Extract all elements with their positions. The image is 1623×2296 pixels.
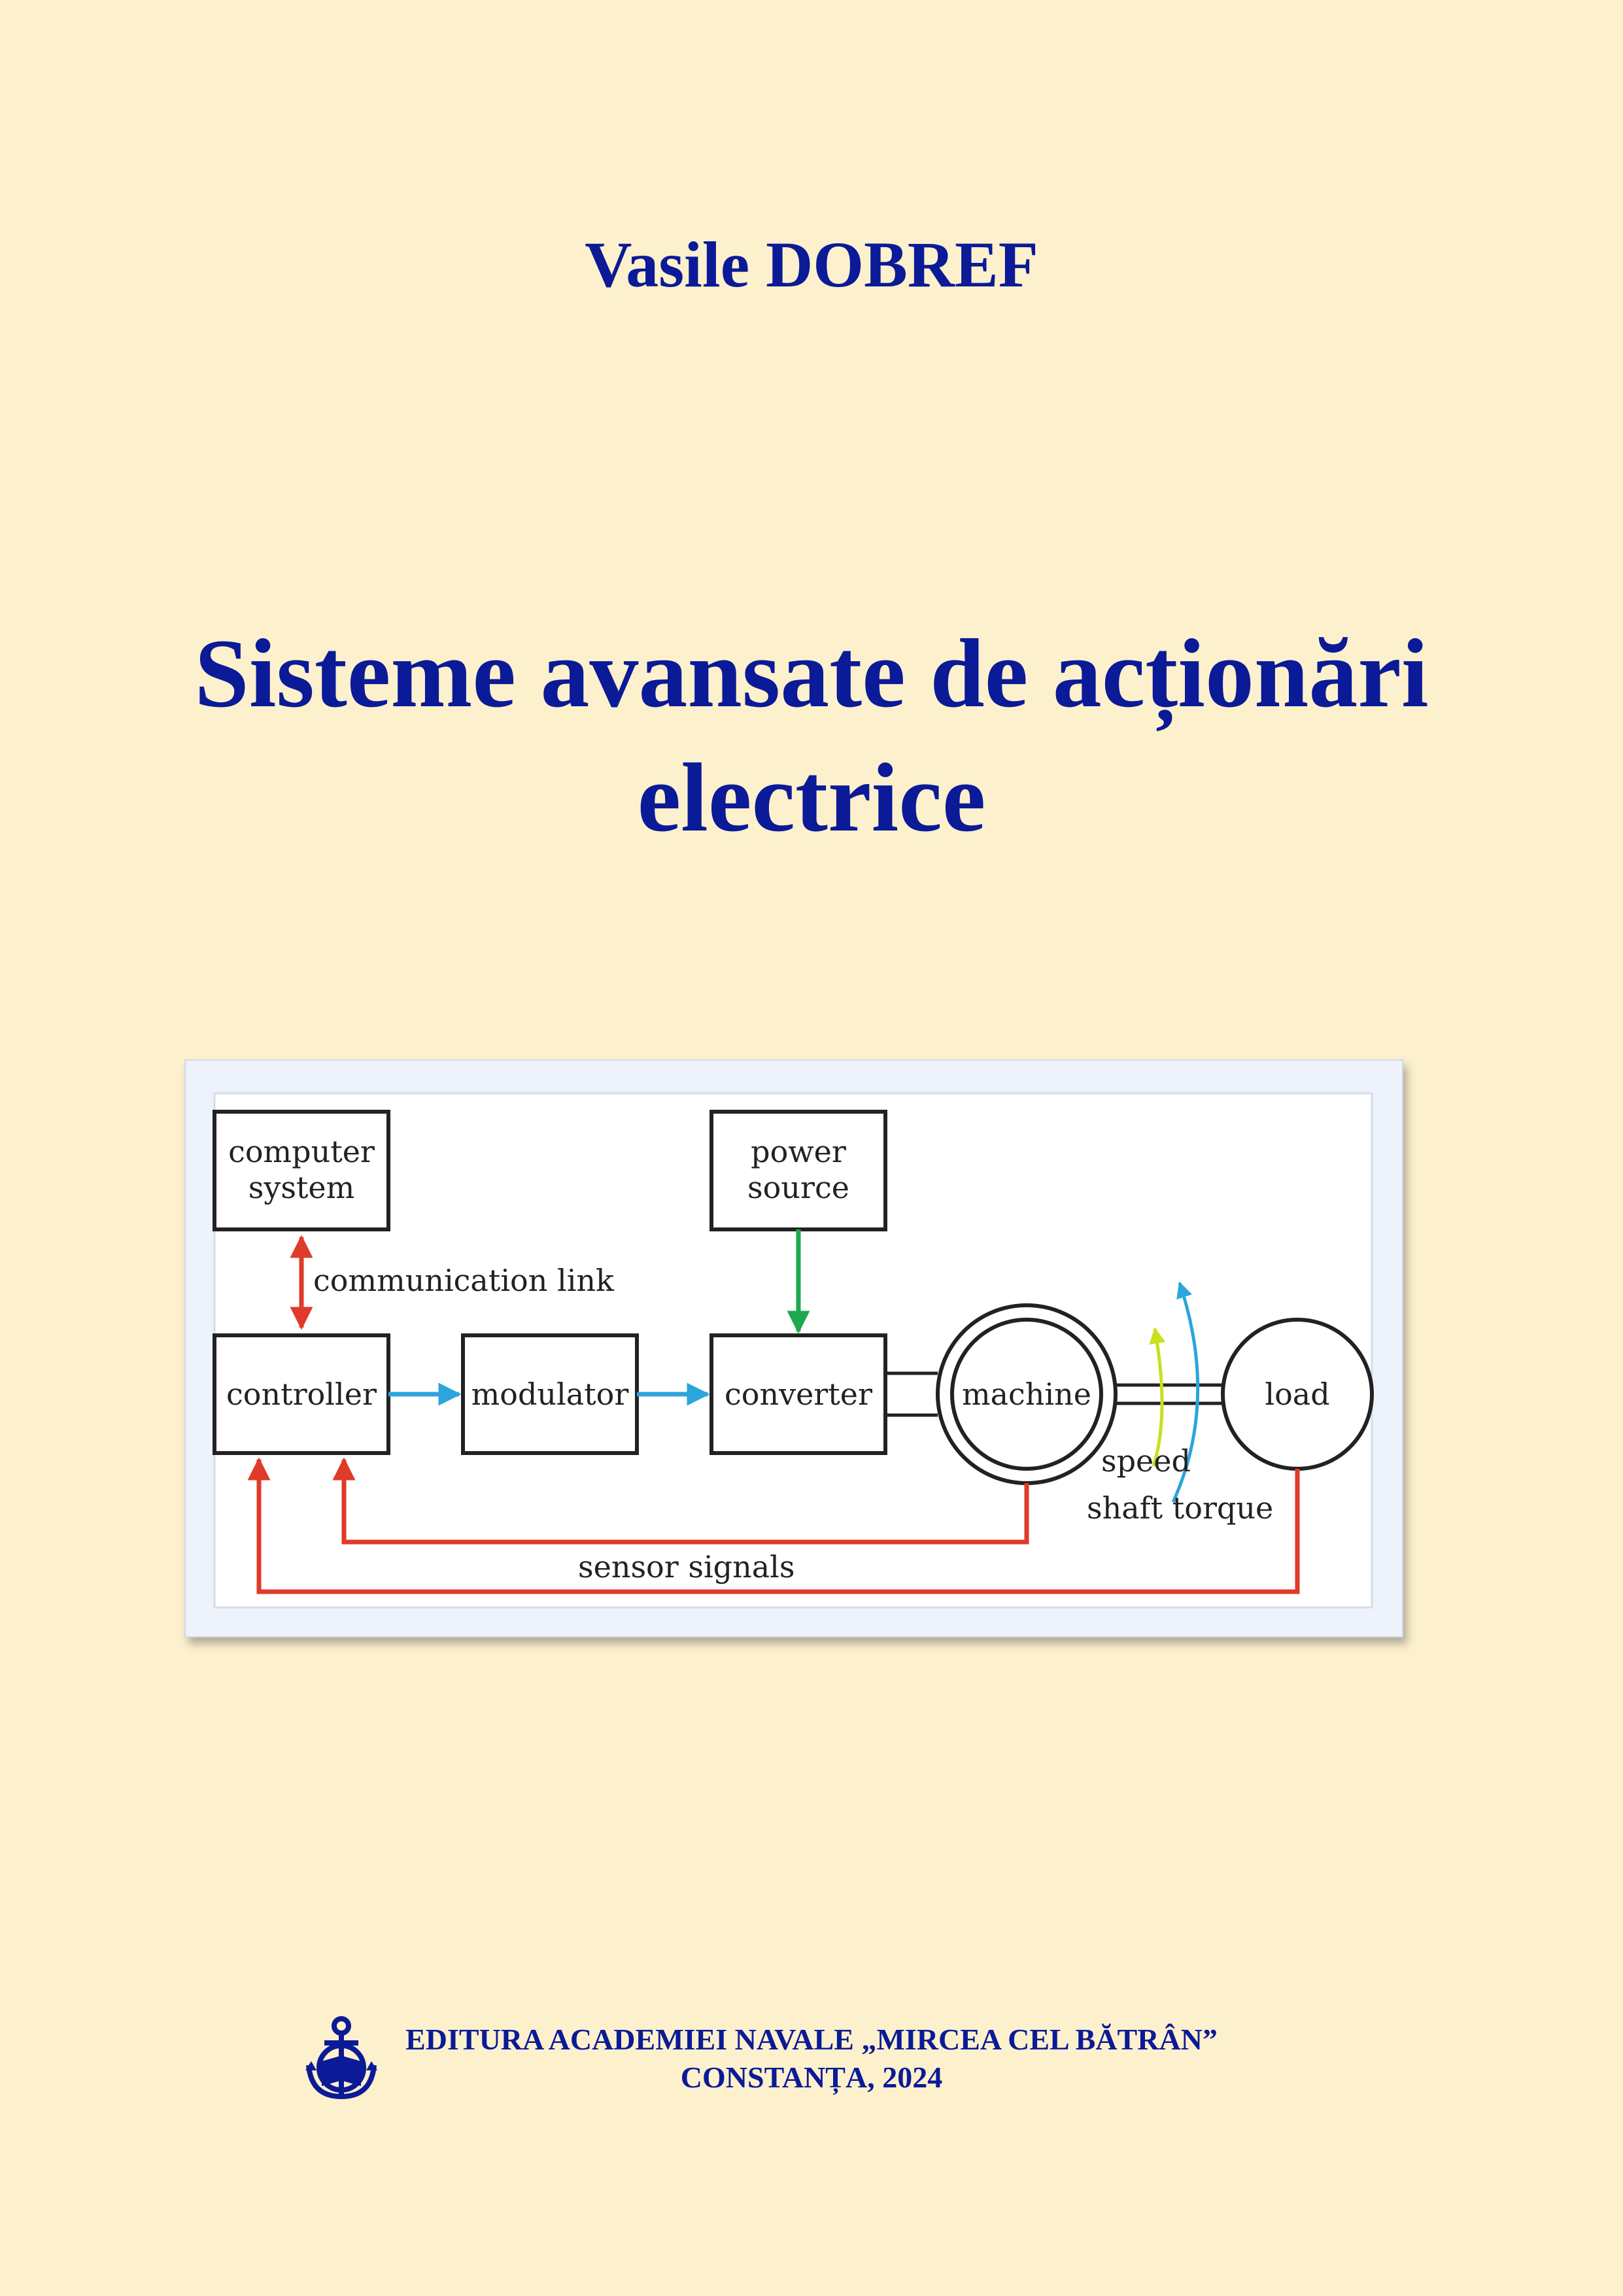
book-title: Sisteme avansate de acționări electrice: [0, 611, 1623, 860]
diagram-panel: [213, 1092, 1373, 1609]
book-title-line-1: Sisteme avansate de acționări: [194, 619, 1429, 728]
publisher-name: EDITURA ACADEMIEI NAVALE „MIRCEA CEL BĂT…: [405, 2023, 1218, 2056]
machine-sensor-feedback-arrow: [332, 1457, 1029, 1545]
electric-drive-block-diagram: computer system power source communicati…: [213, 1092, 1374, 1609]
machine-circle: [950, 1318, 1103, 1471]
power-source-label-2: source: [747, 1170, 849, 1205]
communication-link-label: communication link: [313, 1263, 615, 1298]
power-source-label-1: power: [751, 1134, 846, 1169]
load-label: load: [1265, 1377, 1329, 1412]
author-name: Vasile DOBREF: [585, 228, 1038, 301]
computer-system-box: [213, 1110, 390, 1231]
speed-label: speed: [1101, 1443, 1191, 1479]
sensor-signals-label: sensor signals: [578, 1549, 795, 1585]
speed-arrow: [1149, 1327, 1166, 1467]
controller-label: controller: [226, 1377, 377, 1412]
load-sensor-feedback-arrow: [247, 1457, 1300, 1594]
book-title-line-2: electrice: [637, 744, 986, 852]
modulator-label: modulator: [471, 1377, 629, 1412]
converter-label: converter: [725, 1377, 872, 1412]
machine-label: machine: [962, 1377, 1091, 1412]
cover-diagram-frame: computer system power source communicati…: [184, 1059, 1403, 1637]
publisher-place-year: CONSTANȚA, 2024: [680, 2061, 943, 2094]
anchor-book-emblem-icon: [305, 2016, 377, 2100]
converter-box: [709, 1333, 887, 1455]
computer-system-label-2: system: [248, 1170, 355, 1205]
publisher-block: EDITURA ACADEMIEI NAVALE „MIRCEA CEL BĂT…: [0, 2021, 1623, 2097]
shaft-torque-arrow: [1171, 1281, 1200, 1503]
shaft-torque-label: shaft torque: [1087, 1490, 1273, 1526]
computer-system-label-1: computer: [228, 1134, 375, 1169]
